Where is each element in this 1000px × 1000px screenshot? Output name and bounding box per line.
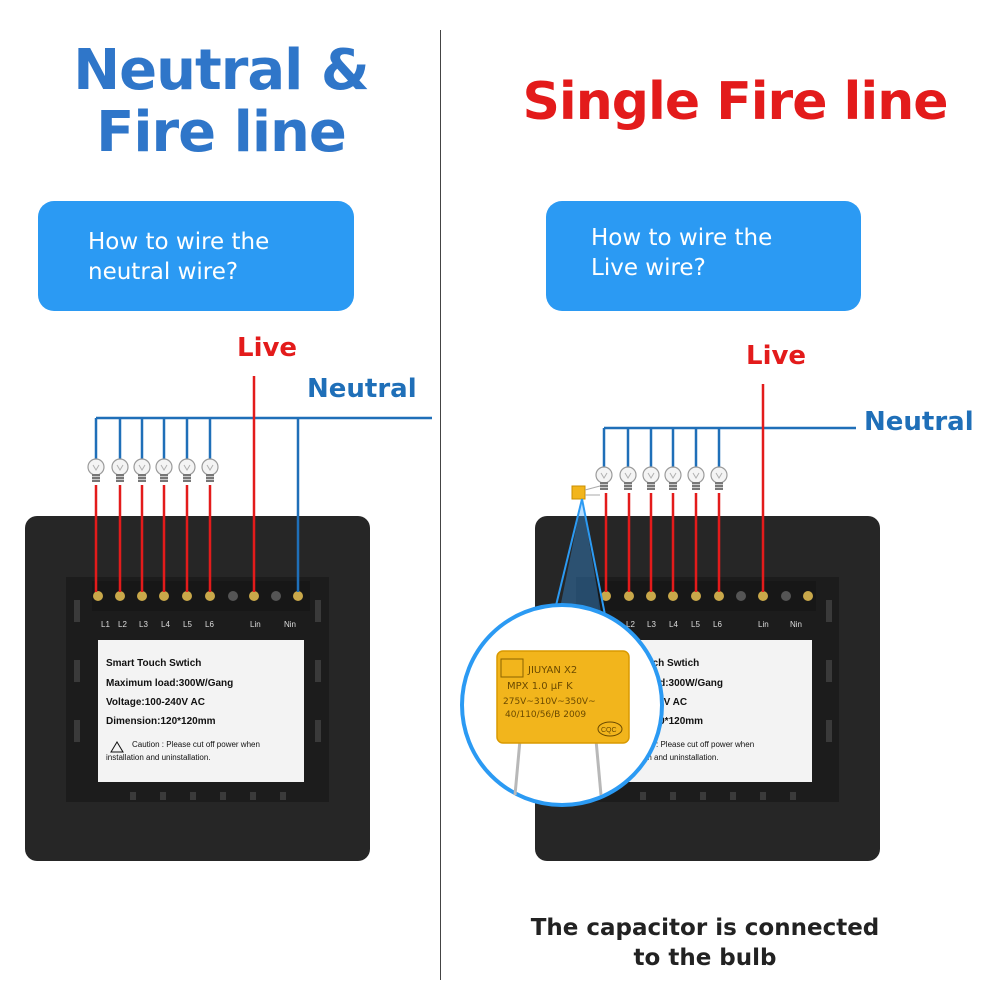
right-question-bubble: How to wire the Live wire? (546, 201, 861, 311)
left-term-L1: L1 (101, 620, 110, 629)
right-sticker-line1: rt Touch Swtich (625, 658, 699, 669)
bulb-icon (201, 458, 219, 483)
right-neutral-label: Neutral (864, 407, 974, 437)
left-bubble-line1: How to wire the (88, 229, 270, 255)
bulb-icon (87, 458, 105, 483)
bulb-icon (710, 466, 728, 491)
center-divider (440, 30, 441, 980)
bulb-icon (642, 466, 660, 491)
right-sticker-line2: mum load:300W/Gang (618, 678, 723, 689)
right-live-label: Live (746, 341, 807, 371)
bulb-icon (664, 466, 682, 491)
capacitor-icon (496, 650, 630, 744)
right-term-L2: L2 (626, 620, 635, 629)
bulb-icon (155, 458, 173, 483)
cap-line3: 275V~310V~350V~ (503, 697, 596, 707)
right-caption: The capacitor is connected to the bulb (510, 913, 900, 973)
left-warning-icon (110, 741, 124, 753)
capacitor-zoom: JIUYAN X2 MPX 1.0 µF K 275V~310V~350V~ 4… (460, 603, 664, 807)
small-capacitor-icon (571, 485, 601, 500)
left-term-Lin: Lin (250, 620, 261, 629)
left-sticker-line2: Maximum load:300W/Gang (106, 678, 233, 689)
right-live-wires (604, 384, 765, 592)
left-live-label: Live (237, 333, 298, 363)
bulb-icon (111, 458, 129, 483)
left-title-line2: Fire line (96, 100, 347, 165)
left-switch: L1 L2 L3 L4 L5 L6 Lin Nin Smart Touch Sw… (25, 516, 370, 861)
cap-line5: CQC (601, 727, 617, 734)
left-title-line1: Neutral & (73, 38, 369, 103)
right-term-L3: L3 (647, 620, 656, 629)
bulb-icon (133, 458, 151, 483)
left-term-L3: L3 (139, 620, 148, 629)
left-title: Neutral & Fire line (0, 40, 442, 164)
left-bubble-line2: neutral wire? (88, 259, 239, 285)
left-neutral-label: Neutral (307, 374, 417, 404)
right-term-Nin: Nin (790, 620, 802, 629)
right-caution-line2: installation and uninstallation. (614, 753, 719, 762)
bulb-icon (687, 466, 705, 491)
right-neutral-wires (602, 426, 856, 470)
left-caution-line1: Caution : Please cut off power when (132, 740, 260, 749)
caption-line1: The capacitor is connected (530, 915, 880, 941)
left-bulbs (87, 458, 219, 483)
bulb-icon (619, 466, 637, 491)
right-term-L6: L6 (713, 620, 722, 629)
left-live-wires (94, 376, 256, 592)
left-term-Nin: Nin (284, 620, 296, 629)
right-bubble-line2: Live wire? (591, 255, 706, 281)
bulb-icon (178, 458, 196, 483)
cap-line2: MPX 1.0 µF K (507, 681, 573, 692)
left-term-L4: L4 (161, 620, 170, 629)
caption-line2: to the bulb (633, 945, 777, 971)
right-title: Single Fire line (522, 72, 948, 132)
right-bubble-line1: How to wire the (591, 225, 773, 251)
left-term-L6: L6 (205, 620, 214, 629)
left-term-L5: L5 (183, 620, 192, 629)
left-sticker-line3: Voltage:100-240V AC (106, 697, 205, 708)
right-term-L5: L5 (691, 620, 700, 629)
left-caution-line2: installation and uninstallation. (106, 753, 211, 762)
left-sticker-line4: Dimension:120*120mm (106, 716, 216, 727)
left-term-L2: L2 (118, 620, 127, 629)
right-bulbs (595, 466, 728, 491)
cap-line4: 40/110/56/B 2009 (505, 710, 586, 720)
cap-line1: JIUYAN X2 (527, 665, 577, 676)
right-term-L4: L4 (669, 620, 678, 629)
left-neutral-wires (94, 416, 432, 592)
left-sticker-line1: Smart Touch Swtich (106, 658, 201, 669)
right-caution-line1: aution : Please cut off power when (632, 740, 754, 749)
right-term-Lin: Lin (758, 620, 769, 629)
left-question-bubble: How to wire the neutral wire? (38, 201, 354, 311)
